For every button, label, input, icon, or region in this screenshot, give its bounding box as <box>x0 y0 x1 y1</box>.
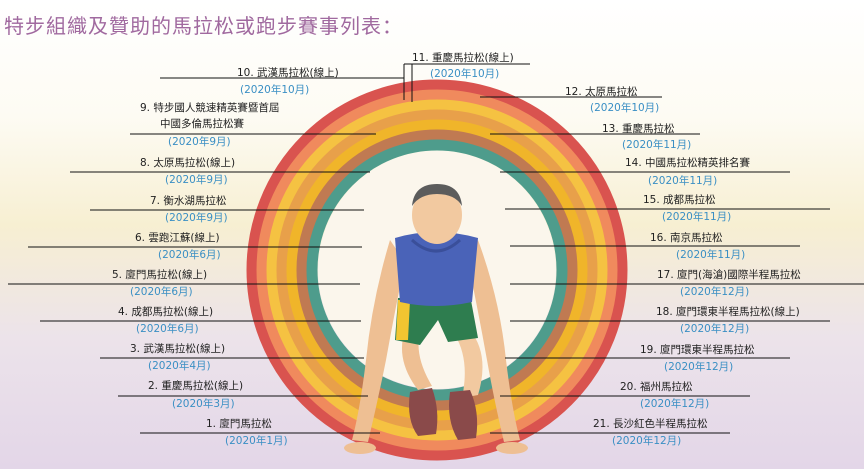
event-label: 6. 雲跑江蘇(線上) <box>135 231 220 244</box>
event-label: 18. 廈門環東半程馬拉松(線上) <box>656 305 800 318</box>
event-date: (2020年6月) <box>136 322 199 335</box>
event-label: 13. 重慶馬拉松 <box>602 122 675 135</box>
event-date: (2020年12月) <box>680 285 749 298</box>
event-date: (2020年10月) <box>590 101 659 114</box>
runner-figure <box>344 184 528 454</box>
event-date: (2020年9月) <box>168 135 231 148</box>
callouts-group: 10. 武漢馬拉松(線上) (2020年10月) 9. 特步國人競速精英賽暨首屆中國… <box>8 51 864 447</box>
ring-1 <box>246 79 628 461</box>
event-label: 17. 廈門(海滄)國際半程馬拉松 <box>657 268 801 281</box>
event-date: (2020年11月) <box>662 210 731 223</box>
event-label: 5. 廈門馬拉松(線上) <box>112 268 207 281</box>
event-date: (2020年12月) <box>680 322 749 335</box>
event-label: 10. 武漢馬拉松(線上) <box>237 66 339 79</box>
event-label: 4. 成都馬拉松(線上) <box>118 305 213 318</box>
event-date: (2020年12月) <box>612 434 681 447</box>
event-label-line2: 中國多倫馬拉松賽 <box>160 117 244 130</box>
event-label: 8. 太原馬拉松(線上) <box>140 156 235 169</box>
ring-6 <box>296 129 578 411</box>
event-label: 21. 長沙紅色半程馬拉松 <box>593 417 708 430</box>
event-label: 9. 特步國人競速精英賽暨首屆 <box>140 101 279 114</box>
event-date: (2020年12月) <box>664 360 733 373</box>
event-date: (2020年10月) <box>430 67 499 80</box>
event-label: 11. 重慶馬拉松(線上) <box>412 51 514 64</box>
event-label: 12. 太原馬拉松 <box>565 85 638 98</box>
event-date: (2020年11月) <box>648 174 717 187</box>
event-date: (2020年9月) <box>165 211 228 224</box>
event-date: (2020年11月) <box>622 138 691 151</box>
event-date: (2020年6月) <box>130 285 193 298</box>
event-label: 3. 武漢馬拉松(線上) <box>130 342 225 355</box>
event-date: (2020年10月) <box>240 83 309 96</box>
ring-7 <box>306 139 568 401</box>
event-date: (2020年1月) <box>225 434 288 447</box>
event-date: (2020年9月) <box>165 173 228 186</box>
event-label: 14. 中國馬拉松精英排名賽 <box>625 156 751 169</box>
ring-2 <box>256 89 618 451</box>
event-label: 19. 廈門環東半程馬拉松 <box>640 343 755 356</box>
event-label: 2. 重慶馬拉松(線上) <box>148 379 243 392</box>
event-date: (2020年4月) <box>148 359 211 372</box>
ring-3 <box>266 99 608 441</box>
event-label: 20. 福州馬拉松 <box>620 380 693 393</box>
event-date: (2020年6月) <box>158 248 221 261</box>
event-date: (2020年3月) <box>172 397 235 410</box>
event-label: 16. 南京馬拉松 <box>650 231 723 244</box>
event-label: 15. 成都馬拉松 <box>643 193 716 206</box>
event-label: 1. 廈門馬拉松 <box>206 417 272 430</box>
event-date: (2020年11月) <box>676 248 745 261</box>
event-date: (2020年12月) <box>640 397 709 410</box>
page-title: 特步組織及贊助的馬拉松或跑步賽事列表： <box>4 14 403 38</box>
event-label: 7. 衡水湖馬拉松 <box>150 194 227 207</box>
